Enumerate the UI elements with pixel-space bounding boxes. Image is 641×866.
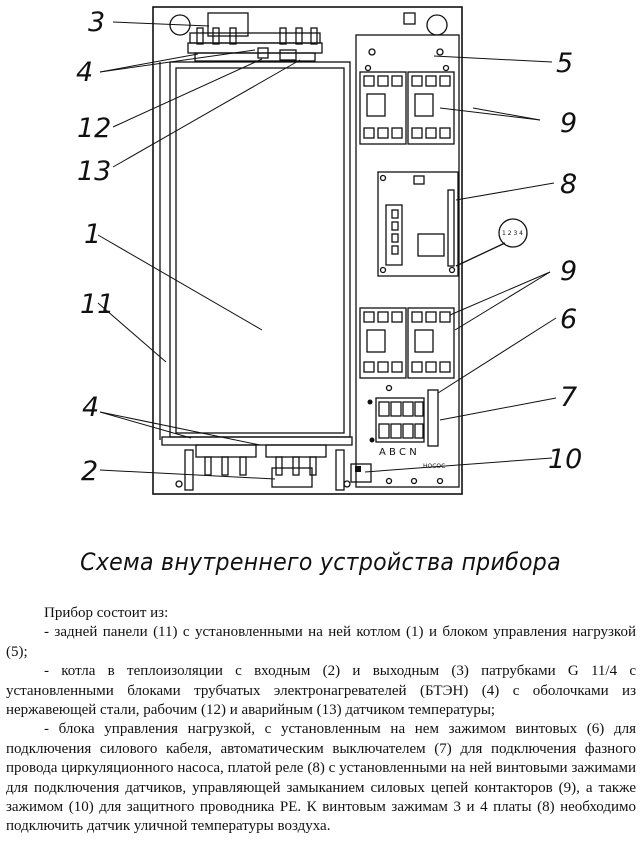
callout-1: 1 <box>84 219 101 250</box>
top-heater-blocks <box>187 27 323 62</box>
intro-line: Прибор состоит из: <box>44 605 169 621</box>
diagram-caption: Схема внутреннего устройства прибора <box>80 548 561 576</box>
outlet-pipe <box>207 12 249 37</box>
relay-board <box>377 171 459 277</box>
boiler-insulation <box>169 61 351 438</box>
relay-terminal-zoom <box>498 218 528 248</box>
mount-hole-top-right <box>426 14 448 36</box>
terminal-letters: A B C N <box>379 447 417 458</box>
back-panel <box>152 6 463 495</box>
callout-11: 11 <box>80 289 114 320</box>
callout-13: 13 <box>77 156 111 187</box>
inlet-pipe <box>271 467 313 488</box>
callout-8: 8 <box>560 169 577 200</box>
terminal-block <box>375 397 425 443</box>
callout-10: 10 <box>548 444 582 475</box>
callout-9-top: 9 <box>560 108 577 139</box>
callout-9-bottom: 9 <box>560 256 577 287</box>
mount-slot <box>403 12 416 25</box>
device-diagram: 3 4 12 13 1 11 4 2 5 9 8 9 6 7 10 A B C … <box>76 6 582 495</box>
callout-3: 3 <box>88 7 105 38</box>
ground-terminal <box>350 463 372 483</box>
list-item-back-panel: - задней панели (11) с установленными на… <box>6 624 636 660</box>
list-item-boiler: - котла в теплоизоляции с входным (2) и … <box>6 663 636 719</box>
callout-4-bottom: 4 <box>82 392 99 423</box>
control-block <box>355 34 460 488</box>
callout-2: 2 <box>81 456 98 487</box>
description-text: Прибор состоит из: - задней панели (11) … <box>6 604 636 837</box>
list-item-control-block: - блока управления нагрузкой, с установл… <box>6 721 636 835</box>
bottom-heater-blocks <box>161 436 353 491</box>
callout-6: 6 <box>560 304 577 335</box>
boiler-body <box>175 67 345 434</box>
contactors-bottom <box>359 307 455 379</box>
callout-7: 7 <box>560 382 577 413</box>
callout-12: 12 <box>77 113 111 144</box>
contactors-top <box>359 71 455 145</box>
relay-pins: 1 2 3 4 <box>502 230 523 237</box>
callout-4-top: 4 <box>76 57 93 88</box>
circuit-breaker <box>427 389 439 447</box>
callout-5: 5 <box>556 48 573 79</box>
terminal-label: НОСОС <box>423 463 445 470</box>
leader-lines <box>97 21 557 480</box>
